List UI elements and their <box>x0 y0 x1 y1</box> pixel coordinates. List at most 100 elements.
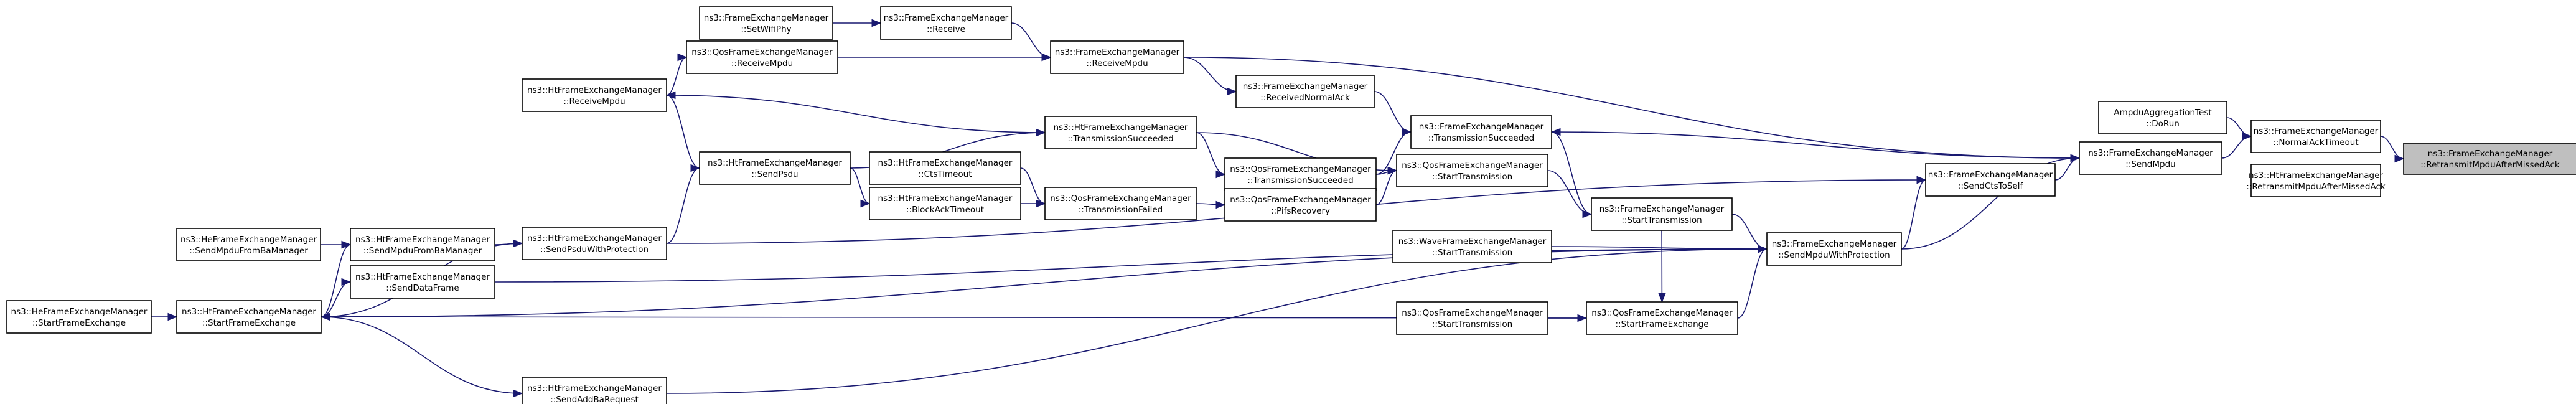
node-send-add-ba-request[interactable]: ns3::HtFrameExchangeManager::SendAddBaRe… <box>522 377 667 404</box>
node-send-mpdu-from-ba-manager[interactable]: ns3::HtFrameExchangeManager::SendMpduFro… <box>350 228 495 261</box>
call-edge <box>321 316 1587 319</box>
node-class-label: ns3::FrameExchangeManager <box>1419 122 1544 132</box>
call-edge <box>1374 91 1412 133</box>
node-class-label: ns3::FrameExchangeManager <box>884 13 1009 23</box>
call-edge <box>2226 117 2252 137</box>
node-class-label: ns3::FrameExchangeManager <box>1599 204 1725 214</box>
node-send-data-frame[interactable]: ns3::HtFrameExchangeManager::SendDataFra… <box>350 265 495 299</box>
node-method-label: ::StartFrameExchange <box>32 318 126 328</box>
node-method-label: ::SendAddBaRequest <box>550 395 639 404</box>
node-receive-mpdu[interactable]: ns3::FrameExchangeManager::ReceiveMpdu <box>1050 40 1184 74</box>
node-method-label: ::StartTransmission <box>1432 248 1512 258</box>
node-receive[interactable]: ns3::FrameExchangeManager::Receive <box>880 6 1012 40</box>
node-ht-transmission-succeeded[interactable]: ns3::HtFrameExchangeManager::Transmissio… <box>1044 116 1197 149</box>
node-method-label: ::SendMpduWithProtection <box>1778 250 1890 260</box>
node-box <box>2098 101 2227 134</box>
arrowhead <box>1227 87 1237 96</box>
node-box <box>1925 163 2056 197</box>
node-send-mpdu-with-protection[interactable]: ns3::FrameExchangeManager::SendMpduWithP… <box>1766 232 1902 266</box>
node-method-label: ::TransmissionSucceeded <box>1428 133 1534 143</box>
node-received-normal-ack[interactable]: ns3::FrameExchangeManager::ReceivedNorma… <box>1235 75 1375 108</box>
node-normal-ack-timeout[interactable]: ns3::FrameExchangeManager::NormalAckTime… <box>2250 120 2381 153</box>
node-he-retransmit[interactable]: ns3::HtFrameExchangeManager::RetransmitM… <box>2246 164 2386 197</box>
node-qos-transmission-failed[interactable]: ns3::QosFrameExchangeManager::Transmissi… <box>1044 187 1197 220</box>
nodes-layer: ns3::FrameExchangeManager::RetransmitMpd… <box>6 6 2576 404</box>
node-box <box>2079 141 2222 175</box>
node-ampdu-test[interactable]: AmpduAggregationTest::DoRun <box>2098 101 2227 134</box>
call-edge <box>321 244 351 317</box>
node-class-label: ns3::QosFrameExchangeManager <box>1402 308 1543 318</box>
call-edge <box>1737 248 1768 319</box>
node-class-label: ns3::QosFrameExchangeManager <box>1402 161 1543 171</box>
arrowhead <box>1215 170 1226 179</box>
node-method-label: ::StartTransmission <box>1432 172 1512 182</box>
node-class-label: ns3::FrameExchangeManager <box>1055 47 1180 57</box>
call-edge <box>666 248 1768 394</box>
node-class-label: ns3::HtFrameExchangeManager <box>708 158 842 168</box>
node-method-label: ::SendPsduWithProtection <box>540 245 649 255</box>
call-edge <box>2221 136 2252 159</box>
call-edge <box>1011 22 1051 58</box>
node-class-label: ns3::HeFrameExchangeManager <box>180 235 317 245</box>
node-box <box>1235 75 1375 108</box>
call-edge <box>666 95 700 169</box>
node-qos-start-transmission-mid[interactable]: ns3::QosFrameExchangeManager::StartTrans… <box>1396 154 1548 187</box>
node-box <box>1410 115 1552 149</box>
node-send-psdu-with-protection[interactable]: ns3::HtFrameExchangeManager::SendPsduWit… <box>522 227 667 260</box>
node-box <box>2250 164 2381 197</box>
node-send-mpdu[interactable]: ns3::FrameExchangeManager::SendMpdu <box>2079 141 2222 175</box>
node-method-label: ::NormalAckTimeout <box>2273 138 2358 148</box>
arrowhead <box>690 164 701 172</box>
node-set-wifi-phy[interactable]: ns3::FrameExchangeManager::SetWifiPhy <box>699 6 833 40</box>
node-method-label: ::SetWifiPhy <box>741 24 791 34</box>
node-method-label: ::CtsTimeout <box>919 169 972 179</box>
node-box <box>2250 120 2381 153</box>
node-box <box>1591 197 1733 231</box>
node-ht-receive-mpdu[interactable]: ns3::HtFrameExchangeManager::ReceiveMpdu <box>522 78 667 112</box>
node-class-label: ns3::HeFrameExchangeManager <box>11 307 148 317</box>
node-method-label: ::Receive <box>927 24 965 34</box>
node-qos-start-transmission-low[interactable]: ns3::QosFrameExchangeManager::StartTrans… <box>1396 301 1548 335</box>
arrowhead <box>1036 128 1046 137</box>
node-class-label: ns3::QosFrameExchangeManager <box>1230 164 1371 174</box>
arrowhead <box>677 53 688 62</box>
node-class-label: ns3::HtFrameExchangeManager <box>527 85 662 95</box>
node-fe-transmission-succeeded[interactable]: ns3::FrameExchangeManager::TransmissionS… <box>1410 115 1552 149</box>
node-box <box>1396 154 1548 187</box>
node-ht-start-frame-exchange[interactable]: ns3::HtFrameExchangeManager::StartFrameE… <box>176 300 322 334</box>
node-class-label: ns3::HtFrameExchangeManager <box>355 235 490 245</box>
arrowhead <box>513 239 523 248</box>
node-class-label: ns3::FrameExchangeManager <box>1772 239 1897 249</box>
node-cts-timeout[interactable]: ns3::HtFrameExchangeManager::CtsTimeout <box>869 151 1021 185</box>
node-qos-pifs-recovery[interactable]: ns3::QosFrameExchangeManager::PifsRecove… <box>1224 188 1377 222</box>
call-edge <box>321 316 523 394</box>
node-send-cts-to-self[interactable]: ns3::FrameExchangeManager::SendCtsToSelf <box>1925 163 2056 197</box>
node-he-send-mpdu-from-ba-manager[interactable]: ns3::HeFrameExchangeManager::SendMpduFro… <box>176 228 321 261</box>
node-fe-start-transmission[interactable]: ns3::FrameExchangeManager::StartTransmis… <box>1591 197 1733 231</box>
arrowhead <box>2394 154 2405 163</box>
node-qos-transmission-succeeded[interactable]: ns3::QosFrameExchangeManager::Transmissi… <box>1224 157 1377 191</box>
node-he-start-frame-exchange[interactable]: ns3::HeFrameExchangeManager::StartFrameE… <box>6 300 152 334</box>
arrowhead <box>513 389 523 398</box>
node-method-label: ::SendPsdu <box>751 169 798 179</box>
node-box <box>2403 143 2576 175</box>
call-edge <box>666 167 700 244</box>
arrowhead <box>1658 293 1666 303</box>
node-method-label: ::PifsRecovery <box>1271 206 1330 216</box>
node-qos-start-frame-exchange[interactable]: ns3::QosFrameExchangeManager::StartFrame… <box>1586 301 1738 335</box>
arrowhead <box>860 199 871 208</box>
node-box <box>1586 301 1738 335</box>
node-block-ack-timeout[interactable]: ns3::HtFrameExchangeManager::BlockAckTim… <box>869 187 1021 220</box>
call-edge <box>1183 57 2080 159</box>
arrowhead <box>1577 314 1588 322</box>
node-send-psdu[interactable]: ns3::HtFrameExchangeManager::SendPsdu <box>699 151 851 185</box>
node-wave-start-transmission[interactable]: ns3::WaveFrameExchangeManager::StartTran… <box>1392 230 1552 263</box>
node-root[interactable]: ns3::FrameExchangeManager::RetransmitMpd… <box>2403 143 2576 175</box>
node-qos-receive-mpdu[interactable]: ns3::QosFrameExchangeManager::ReceiveMpd… <box>686 40 838 74</box>
node-method-label: ::StartTransmission <box>1621 215 1702 225</box>
call-edge <box>1901 157 2080 250</box>
node-class-label: ns3::QosFrameExchangeManager <box>1591 308 1733 318</box>
call-edge <box>1901 179 1926 250</box>
node-box <box>880 6 1012 40</box>
